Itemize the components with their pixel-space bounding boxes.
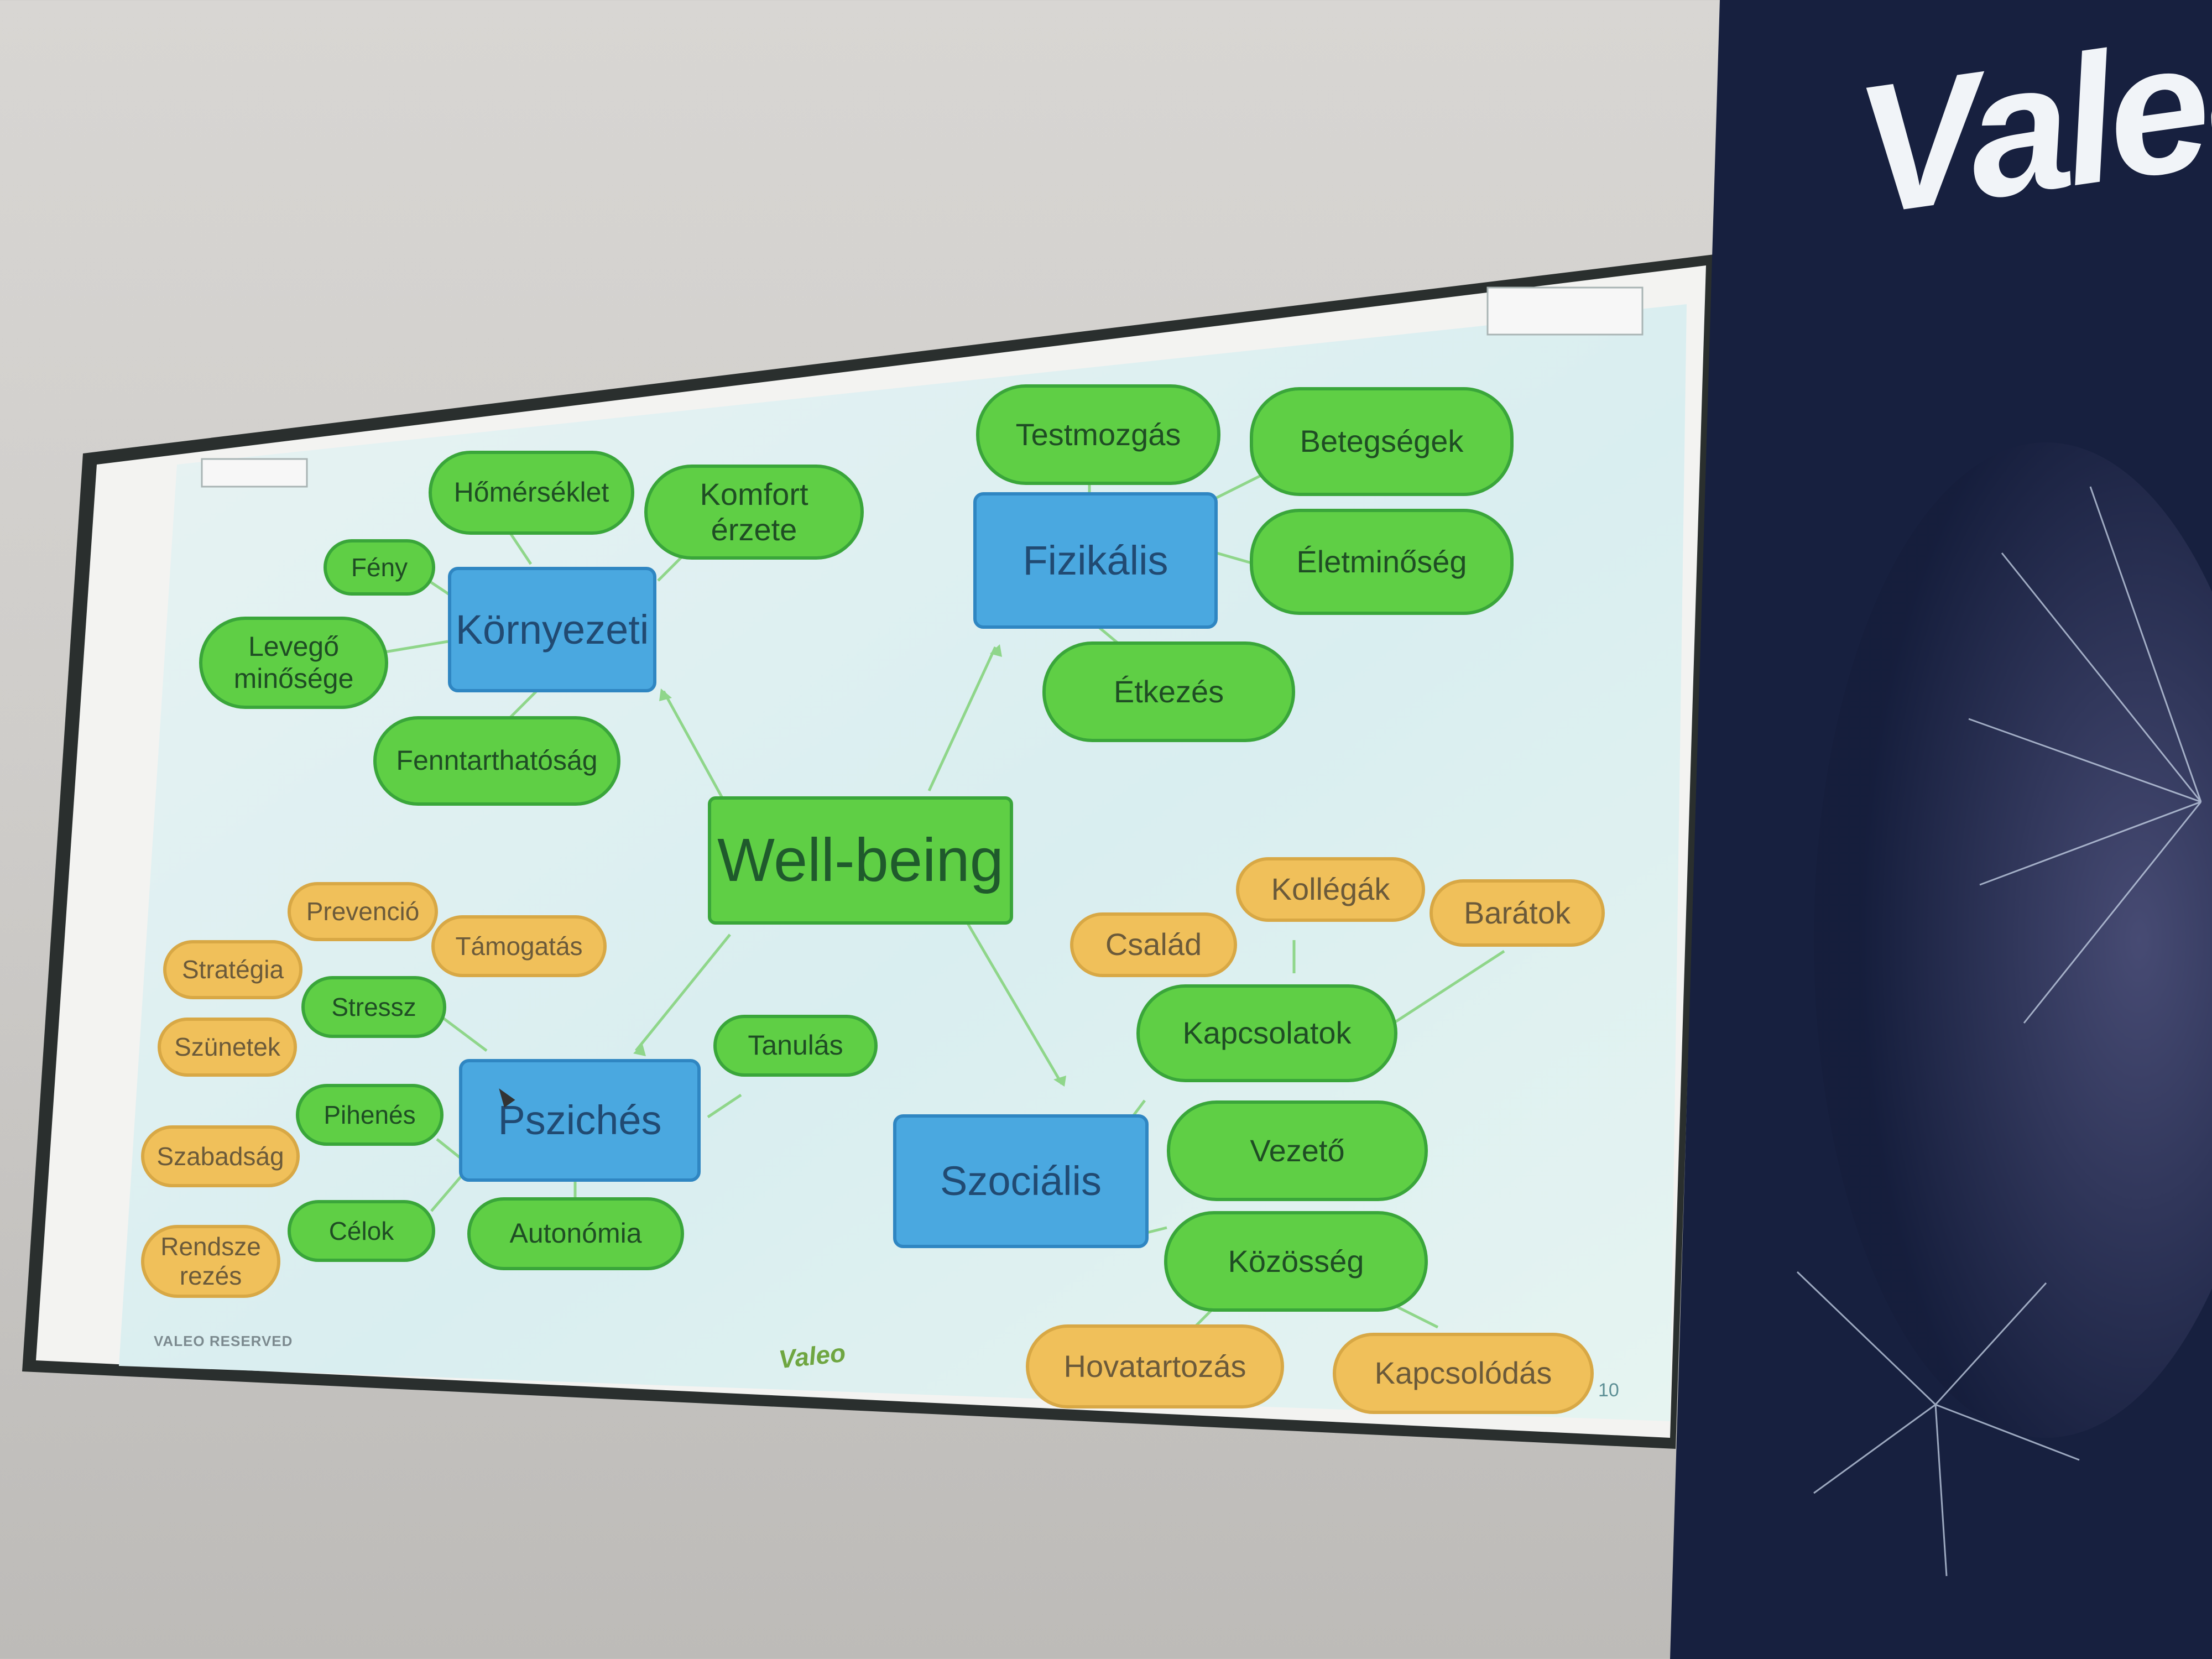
category-node-fizikalis: Fizikális	[973, 492, 1218, 629]
label-komfort-2: érzete	[711, 512, 797, 547]
label-prevencio: Prevenció	[306, 897, 420, 926]
node-szabadsag: Szabadság	[141, 1125, 300, 1187]
label-betegsegek: Betegségek	[1300, 424, 1464, 459]
category-label-pszichés: Pszichés	[498, 1097, 662, 1144]
label-rendszerezes-2: rezés	[179, 1261, 242, 1290]
label-tanulas: Tanulás	[748, 1030, 843, 1061]
node-tanulas: Tanulás	[713, 1015, 878, 1077]
category-label-szocialis: Szociális	[940, 1158, 1102, 1204]
arrowhead-szocialis	[1053, 1076, 1066, 1087]
node-eletminoseg: Életminőség	[1250, 509, 1514, 615]
label-kapcsolatok: Kapcsolatok	[1182, 1015, 1352, 1051]
node-komfort-erzete: Komfort érzete	[644, 465, 864, 560]
arrowhead-pszichés	[633, 1044, 646, 1056]
arrowhead-fizikalis	[990, 644, 1002, 657]
node-pihenes: Pihenés	[296, 1084, 444, 1146]
label-homerseklet: Hőmérséklet	[453, 477, 609, 508]
category-node-szocialis: Szociális	[893, 1114, 1149, 1248]
label-kollegak: Kollégák	[1271, 872, 1390, 907]
banner-network-graphic	[1796, 486, 2202, 1577]
center-node-label: Well-being	[717, 826, 1004, 894]
node-stressz: Stressz	[301, 976, 446, 1038]
node-homerseklet: Hőmérséklet	[429, 451, 634, 535]
label-hovatartozas: Hovatartozás	[1063, 1348, 1246, 1384]
node-csalad: Család	[1070, 912, 1237, 977]
label-rendszerezes-1: Rendsze	[160, 1232, 261, 1261]
node-baratok: Barátok	[1430, 879, 1605, 947]
node-hovatartozas: Hovatartozás	[1026, 1324, 1284, 1408]
category-node-pszichés: Pszichés	[459, 1059, 701, 1182]
center-node-wellbeing: Well-being	[708, 796, 1013, 925]
label-kozosseg: Közösség	[1228, 1243, 1364, 1279]
node-celok: Célok	[288, 1200, 435, 1262]
label-stressz: Stressz	[331, 992, 416, 1021]
label-pihenes: Pihenés	[324, 1100, 416, 1129]
label-szabadsag: Szabadság	[156, 1141, 284, 1171]
label-szunetek: Szünetek	[174, 1032, 280, 1062]
node-tamogatas: Támogatás	[431, 915, 607, 977]
node-kapcsolatok: Kapcsolatok	[1136, 984, 1397, 1082]
label-feny: Fény	[351, 552, 408, 582]
label-strategia: Stratégia	[181, 955, 284, 984]
node-prevencio: Prevenció	[288, 882, 438, 941]
node-feny: Fény	[324, 539, 435, 596]
node-fenntarthatosag: Fenntarthatóság	[373, 716, 620, 806]
label-vezeto: Vezető	[1250, 1133, 1345, 1168]
node-levego-minosege: Levegő minősége	[199, 617, 388, 709]
label-celok: Célok	[328, 1216, 394, 1245]
node-szunetek: Szünetek	[158, 1018, 297, 1077]
node-betegsegek: Betegségek	[1250, 387, 1514, 496]
node-vezeto: Vezető	[1167, 1100, 1428, 1201]
node-autonomia: Autonómia	[467, 1197, 684, 1270]
node-etkezes: Étkezés	[1042, 641, 1295, 742]
sticker-top-left	[201, 458, 308, 488]
label-csalad: Család	[1105, 927, 1202, 962]
label-baratok: Barátok	[1464, 895, 1571, 930]
label-fenntarthatosag: Fenntarthatóság	[396, 745, 598, 776]
label-autonomia: Autonómia	[509, 1218, 642, 1249]
node-kozosseg: Közösség	[1164, 1211, 1428, 1312]
slide-footer-label: VALEO RESERVED	[154, 1333, 293, 1349]
node-rendszerezes: Rendsze rezés	[141, 1225, 280, 1298]
label-etkezes: Étkezés	[1113, 674, 1224, 709]
sticker-top-right	[1486, 286, 1644, 336]
node-testmozgas: Testmozgás	[976, 384, 1220, 485]
node-kapcsolodas: Kapcsolódás	[1333, 1333, 1594, 1414]
label-eletminoseg: Életminőség	[1296, 544, 1467, 579]
category-label-fizikalis: Fizikális	[1022, 537, 1168, 583]
label-levego-2: minősége	[233, 662, 354, 694]
label-levego-1: Levegő	[248, 631, 340, 662]
label-kapcsolodas: Kapcsolódás	[1374, 1355, 1552, 1391]
arrowhead-kornyezeti	[659, 688, 672, 701]
category-label-kornyezeti: Környezeti	[455, 606, 649, 653]
node-kollegak: Kollégák	[1236, 857, 1425, 922]
category-node-kornyezeti: Környezeti	[448, 567, 656, 692]
label-tamogatas: Támogatás	[455, 931, 583, 961]
node-strategia: Stratégia	[163, 940, 302, 999]
slide-page-number: 10	[1598, 1380, 1619, 1401]
label-komfort-1: Komfort	[700, 476, 808, 512]
label-testmozgas: Testmozgás	[1015, 416, 1181, 452]
